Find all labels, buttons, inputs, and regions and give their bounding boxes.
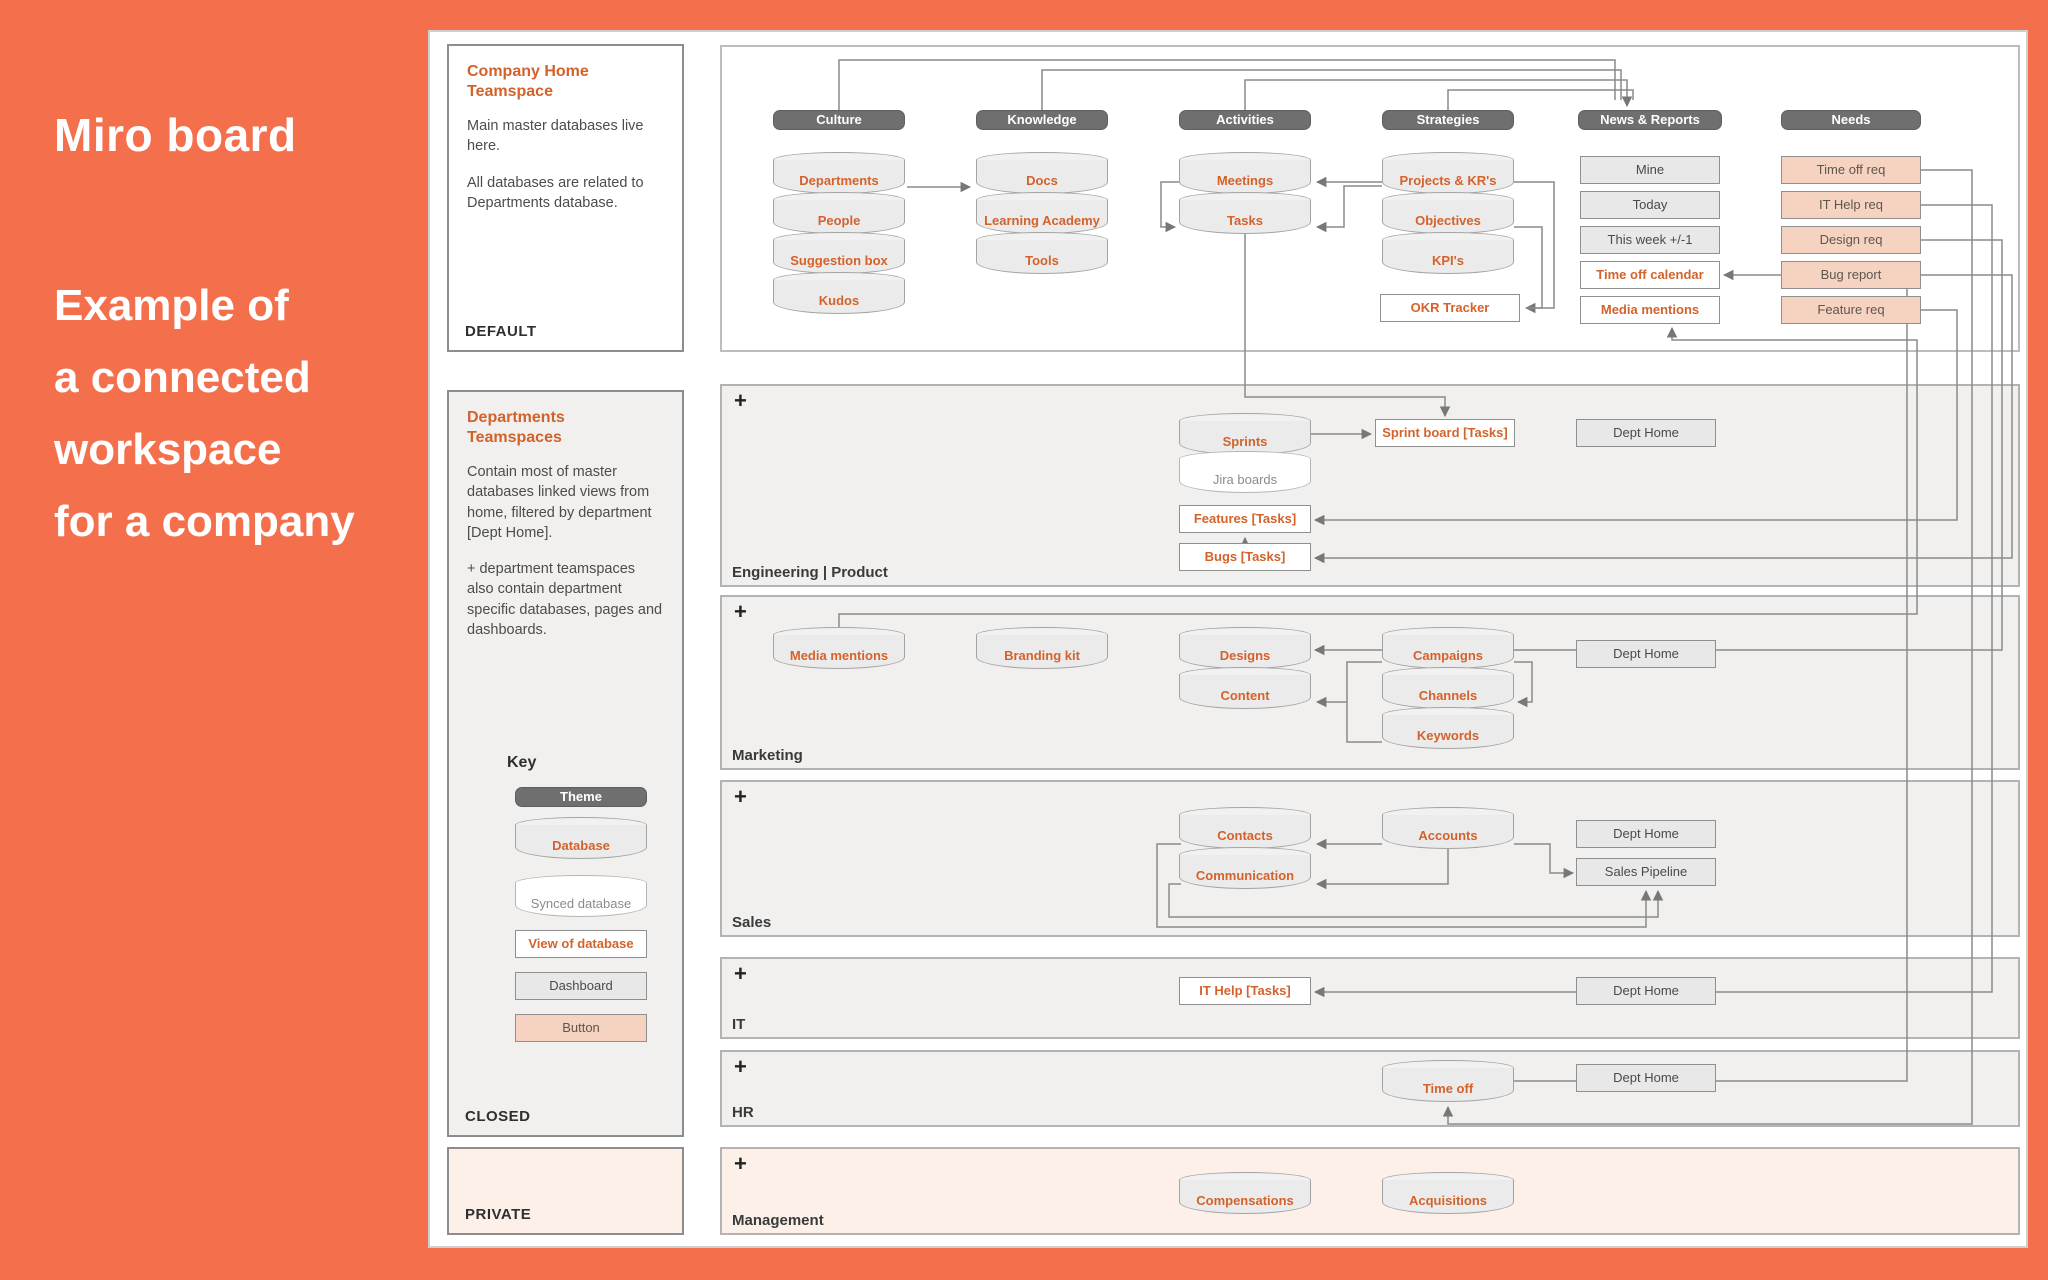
db-campaigns[interactable]: Campaigns xyxy=(1382,627,1514,669)
hr-plus-icon[interactable]: + xyxy=(734,1054,747,1079)
view-it-help-tasks[interactable]: IT Help [Tasks] xyxy=(1179,977,1311,1005)
key-dashboard[interactable]: Dashboard xyxy=(515,972,647,1000)
dash-dept-home-it[interactable]: Dept Home xyxy=(1576,977,1716,1005)
view-media-mentions[interactable]: Media mentions xyxy=(1580,296,1720,324)
sales-label: Sales xyxy=(732,914,772,931)
hr-label: HR xyxy=(732,1104,754,1121)
engineering-plus-icon[interactable]: + xyxy=(734,388,747,413)
theme-pill-activities[interactable]: Activities xyxy=(1179,110,1311,130)
db-docs[interactable]: Docs xyxy=(976,152,1108,194)
db-departments[interactable]: Departments xyxy=(773,152,905,194)
company-home-teamspace-panel[interactable]: Company Home Teamspace Main master datab… xyxy=(447,44,684,352)
db-contacts[interactable]: Contacts xyxy=(1179,807,1311,849)
departments-text-2: + department teamspaces also contain dep… xyxy=(467,561,663,639)
company-home-text-1: Main master databases live here. xyxy=(467,118,644,155)
theme-pill-strategies[interactable]: Strategies xyxy=(1382,110,1514,130)
button-it-help-req[interactable]: IT Help req xyxy=(1781,191,1921,219)
dash-sales-pipeline[interactable]: Sales Pipeline xyxy=(1576,858,1716,886)
board-canvas[interactable]: Company Home Teamspace Main master datab… xyxy=(428,30,2028,1248)
db-tasks[interactable]: Tasks xyxy=(1179,192,1311,234)
it-plus-icon[interactable]: + xyxy=(734,961,747,986)
dash-dept-home-hr[interactable]: Dept Home xyxy=(1576,1064,1716,1092)
marketing-section[interactable]: + Marketing xyxy=(720,595,2020,770)
key-database-cylinder[interactable]: Database xyxy=(515,817,647,859)
private-panel[interactable]: PRIVATE xyxy=(447,1147,684,1235)
view-sprint-board-tasks[interactable]: Sprint board [Tasks] xyxy=(1375,419,1515,447)
db-accounts[interactable]: Accounts xyxy=(1382,807,1514,849)
button-bug-report[interactable]: Bug report xyxy=(1781,261,1921,289)
db-jira-boards[interactable]: Jira boards xyxy=(1179,451,1311,493)
db-channels[interactable]: Channels xyxy=(1382,667,1514,709)
db-sprints[interactable]: Sprints xyxy=(1179,413,1311,455)
db-keywords[interactable]: Keywords xyxy=(1382,707,1514,749)
db-suggestion-box[interactable]: Suggestion box xyxy=(773,232,905,274)
default-label: DEFAULT xyxy=(465,323,537,340)
view-time-off-calendar[interactable]: Time off calendar xyxy=(1580,261,1720,289)
db-designs[interactable]: Designs xyxy=(1179,627,1311,669)
view-okr-tracker[interactable]: OKR Tracker xyxy=(1380,294,1520,322)
departments-title: Departments Teamspaces xyxy=(467,409,565,446)
dash-dept-home-engineering[interactable]: Dept Home xyxy=(1576,419,1716,447)
db-kudos[interactable]: Kudos xyxy=(773,272,905,314)
key-theme-pill[interactable]: Theme xyxy=(515,787,647,807)
theme-pill-news-reports[interactable]: News & Reports xyxy=(1578,110,1722,130)
engineering-label: Engineering | Product xyxy=(732,564,888,581)
db-branding-kit[interactable]: Branding kit xyxy=(976,627,1108,669)
closed-label: CLOSED xyxy=(465,1108,531,1125)
db-people[interactable]: People xyxy=(773,192,905,234)
departments-teamspaces-panel[interactable]: Departments Teamspaces Contain most of m… xyxy=(447,390,684,1137)
intro-text: Miro board Example of a connected worksp… xyxy=(54,108,355,558)
dash-mine[interactable]: Mine xyxy=(1580,156,1720,184)
dash-dept-home-sales[interactable]: Dept Home xyxy=(1576,820,1716,848)
db-learning-academy[interactable]: Learning Academy xyxy=(976,192,1108,234)
company-home-text-2: All databases are related to Departments… xyxy=(467,174,644,211)
theme-pill-needs[interactable]: Needs xyxy=(1781,110,1921,130)
departments-text-1: Contain most of master databases linked … xyxy=(467,464,652,541)
button-design-req[interactable]: Design req xyxy=(1781,226,1921,254)
hr-section[interactable]: + HR xyxy=(720,1050,2020,1127)
company-home-title: Company Home Teamspace xyxy=(467,63,589,100)
db-meetings[interactable]: Meetings xyxy=(1179,152,1311,194)
management-section[interactable]: + Management xyxy=(720,1147,2020,1235)
intro-subtitle: Example of a connected workspace for a c… xyxy=(54,281,355,546)
db-communication[interactable]: Communication xyxy=(1179,847,1311,889)
db-projects-krs[interactable]: Projects & KR's xyxy=(1382,152,1514,194)
db-acquisitions[interactable]: Acquisitions xyxy=(1382,1172,1514,1214)
management-plus-icon[interactable]: + xyxy=(734,1151,747,1176)
sales-section[interactable]: + Sales xyxy=(720,780,2020,937)
it-label: IT xyxy=(732,1016,746,1033)
dash-dept-home-marketing[interactable]: Dept Home xyxy=(1576,640,1716,668)
private-label: PRIVATE xyxy=(465,1206,532,1223)
dash-this-week[interactable]: This week +/-1 xyxy=(1580,226,1720,254)
key-synced-database-cylinder[interactable]: Synced database xyxy=(515,875,647,917)
it-section[interactable]: + IT xyxy=(720,957,2020,1039)
view-bugs-tasks[interactable]: Bugs [Tasks] xyxy=(1179,543,1311,571)
sales-plus-icon[interactable]: + xyxy=(734,784,747,809)
management-label: Management xyxy=(732,1212,824,1229)
button-feature-req[interactable]: Feature req xyxy=(1781,296,1921,324)
db-media-mentions[interactable]: Media mentions xyxy=(773,627,905,669)
db-content[interactable]: Content xyxy=(1179,667,1311,709)
button-time-off-req[interactable]: Time off req xyxy=(1781,156,1921,184)
key-view-of-database[interactable]: View of database xyxy=(515,930,647,958)
dash-today[interactable]: Today xyxy=(1580,191,1720,219)
engineering-section[interactable]: + Engineering | Product xyxy=(720,384,2020,587)
theme-pill-culture[interactable]: Culture xyxy=(773,110,905,130)
marketing-plus-icon[interactable]: + xyxy=(734,599,747,624)
key-button[interactable]: Button xyxy=(515,1014,647,1042)
key-title: Key xyxy=(507,754,537,771)
db-time-off[interactable]: Time off xyxy=(1382,1060,1514,1102)
intro-title: Miro board xyxy=(54,109,297,161)
db-compensations[interactable]: Compensations xyxy=(1179,1172,1311,1214)
marketing-label: Marketing xyxy=(732,747,803,764)
theme-pill-knowledge[interactable]: Knowledge xyxy=(976,110,1108,130)
view-features-tasks[interactable]: Features [Tasks] xyxy=(1179,505,1311,533)
db-tools[interactable]: Tools xyxy=(976,232,1108,274)
db-objectives[interactable]: Objectives xyxy=(1382,192,1514,234)
db-kpis[interactable]: KPI's xyxy=(1382,232,1514,274)
